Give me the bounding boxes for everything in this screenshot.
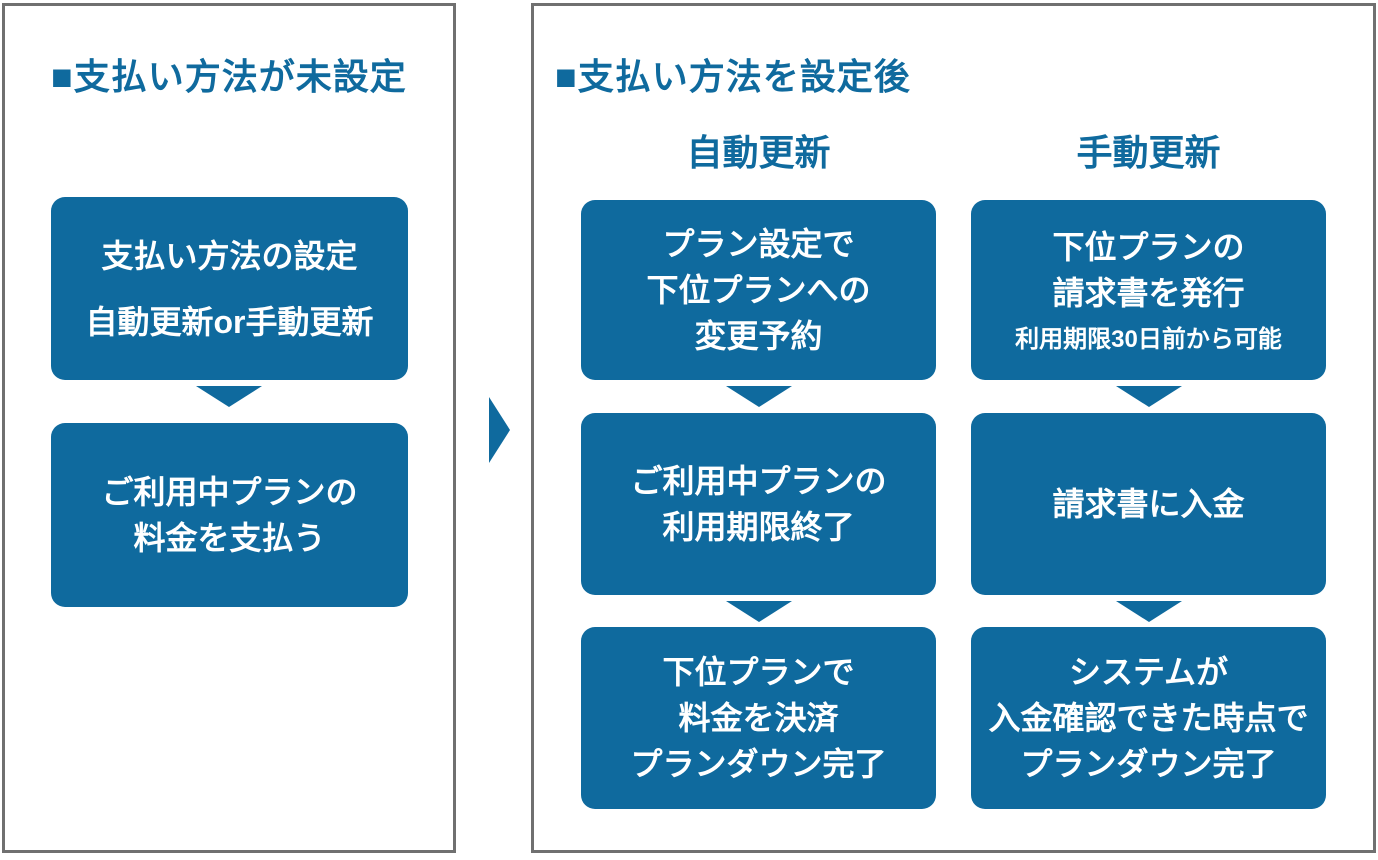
box-text-line: ご利用中プランの <box>101 474 358 510</box>
flow-box-reserve-downgrade: プラン設定で 下位プランへの 変更予約 <box>581 200 936 380</box>
down-arrow-icon <box>725 386 792 407</box>
column-header-auto-renewal: 自動更新 <box>686 132 831 173</box>
box-text-line: 変更予約 <box>694 318 823 354</box>
box-text-line: プランダウン完了 <box>1020 746 1277 782</box>
down-arrow-icon <box>1115 386 1182 407</box>
panel-title-payment-set: ■支払い方法を設定後 <box>555 56 911 97</box>
down-arrow-icon <box>196 386 262 407</box>
box-text-line: ご利用中プランの <box>630 463 887 499</box>
box-text-line: 支払い方法の設定 <box>101 237 358 274</box>
column-header-manual-renewal: 手動更新 <box>1076 132 1221 173</box>
flow-box-current-plan-expires: ご利用中プランの 利用期限終了 <box>581 413 936 595</box>
column-auto-renewal: 自動更新 プラン設定で 下位プランへの 変更予約 ご利用中プランの 利用期限終了… <box>581 6 936 850</box>
flow-box-issue-invoice: 下位プランの 請求書を発行 利用期限30日前から可能 <box>971 200 1326 380</box>
box-note-line: 利用期限30日前から可能 <box>1015 326 1282 353</box>
box-text-line: 料金を決済 <box>678 700 839 736</box>
flow-box-downgrade-complete-manual: システムが 入金確認できた時点で プランダウン完了 <box>971 627 1326 809</box>
right-arrow-icon <box>489 397 510 463</box>
flow-box-payment-method-setup: 支払い方法の設定 自動更新or手動更新 <box>51 197 408 380</box>
panel-payment-set: ■支払い方法を設定後 自動更新 プラン設定で 下位プランへの 変更予約 ご利用中… <box>531 3 1376 853</box>
column-manual-renewal: 手動更新 下位プランの 請求書を発行 利用期限30日前から可能 請求書に入金 シ… <box>971 6 1326 850</box>
box-text-line: 自動更新or手動更新 <box>85 303 374 340</box>
box-text-line: 請求書に入金 <box>1052 486 1245 522</box>
down-arrow-icon <box>1115 601 1182 622</box>
box-text-line: 下位プランで <box>662 654 855 690</box>
flow-box-pay-current-plan: ご利用中プランの 料金を支払う <box>51 423 408 607</box>
box-text-line: 利用期限終了 <box>662 509 855 545</box>
box-text-line: プラン設定で <box>662 226 855 262</box>
flow-box-downgrade-complete-auto: 下位プランで 料金を決済 プランダウン完了 <box>581 627 936 809</box>
panel-title-payment-unset: ■支払い方法が未設定 <box>51 56 407 97</box>
box-text-line: 下位プランの <box>1052 229 1245 265</box>
box-text-line: システムが <box>1068 654 1229 690</box>
flow-box-pay-invoice: 請求書に入金 <box>971 413 1326 595</box>
panel-payment-unset: ■支払い方法が未設定 支払い方法の設定 自動更新or手動更新 ご利用中プランの … <box>2 3 456 853</box>
down-arrow-icon <box>725 601 792 622</box>
box-text-line: 料金を支払う <box>133 520 326 556</box>
box-text-line: 下位プランへの <box>646 272 871 308</box>
box-text-line: プランダウン完了 <box>630 746 887 782</box>
box-text-line: 入金確認できた時点で <box>988 700 1309 736</box>
box-text-line: 請求書を発行 <box>1052 275 1245 311</box>
